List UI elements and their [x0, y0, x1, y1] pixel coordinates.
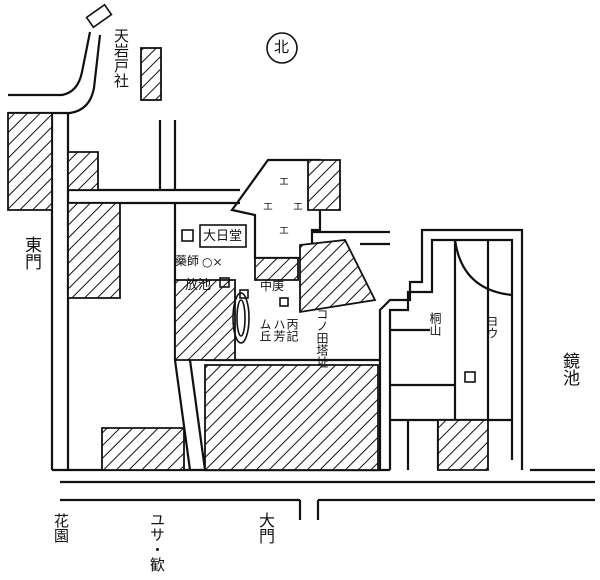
daishido-box: [199, 224, 247, 248]
great-gate-label: 大門: [256, 512, 275, 544]
block-north-east: [307, 159, 341, 211]
pond-label: 放池: [185, 278, 212, 293]
block-south-east: [437, 419, 489, 471]
svg-text:エ: エ: [293, 202, 303, 213]
svg-text:エ: エ: [263, 202, 273, 213]
block-shrine-base: [254, 257, 299, 281]
svg-text:エ: エ: [279, 177, 289, 188]
square-marker-5: [464, 371, 476, 383]
compass-circle: [266, 32, 298, 64]
nodes-label: ヨウ: [485, 315, 499, 339]
hatched-blocks: [7, 47, 489, 471]
block-south-large: [204, 364, 379, 471]
block-west-mid: [67, 151, 99, 191]
mountain-label: 桐山: [428, 312, 442, 336]
block-west-large: [67, 202, 121, 299]
shrine-label: 天岩戸社: [112, 28, 130, 88]
block-center-east: [299, 239, 377, 314]
east-gate-label: 東門: [21, 236, 41, 270]
ami-land-label: ユサ・歓: [148, 512, 166, 572]
mid-table-label: 中庚: [260, 279, 285, 293]
building-ticks: エ エ エ エ: [263, 177, 303, 237]
pond-marker: [232, 292, 250, 344]
svg-text:エ: エ: [279, 226, 289, 237]
flower-garden-label: 花園: [52, 513, 70, 543]
yakushi-label: 藥師: [175, 254, 200, 268]
field-wall-label: ハ芳: [272, 318, 286, 342]
mark-x-label: ○×: [202, 255, 223, 269]
square-marker-1: [181, 229, 194, 242]
daishido-label: 大日堂: [203, 229, 243, 244]
block-west-top: [7, 112, 53, 211]
south-mound-label: ム丘: [258, 318, 272, 342]
square-marker-2: [219, 277, 230, 288]
block-north-small: [140, 47, 162, 101]
pond-inner: [236, 299, 246, 337]
open-pit-label: 丙記: [285, 318, 299, 342]
pagoda-site-label: コノ田塔址: [315, 308, 329, 368]
shrine-marker: [85, 3, 113, 29]
compass-label: 北: [274, 38, 290, 56]
markers: [85, 3, 476, 383]
block-center-west: [174, 279, 236, 361]
block-south-west: [101, 427, 185, 471]
kagami-pond-label: 鏡池: [559, 352, 579, 386]
square-marker-4: [279, 297, 289, 307]
